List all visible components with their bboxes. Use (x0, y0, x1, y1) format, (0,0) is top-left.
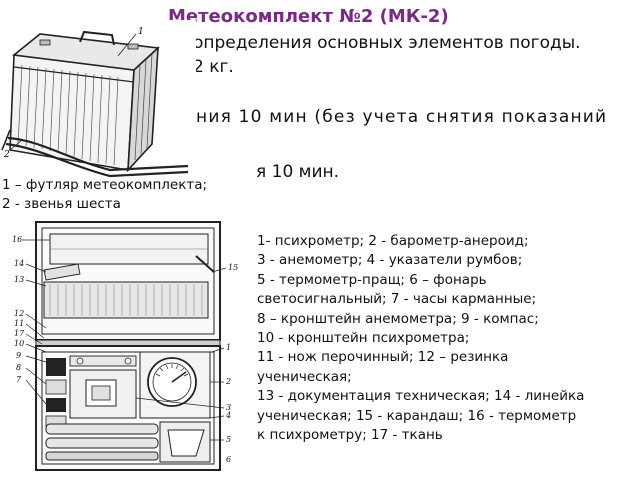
legend-line: 10 - кронштейн психрометра; (257, 330, 470, 347)
callout-4: 4 (225, 411, 231, 420)
callout-7: 7 (16, 375, 22, 384)
legend-line: ученическая; 15 - карандаш; 16 - термоме… (257, 407, 577, 424)
page-title: Метеокомплект №2 (МК-2) (168, 6, 449, 27)
callout-2: 2 (225, 377, 231, 386)
body-line-2: 2 кг. (193, 57, 234, 77)
callout-14: 14 (14, 259, 24, 268)
legend-line: 5 - термометр-пращ; 6 – фонарь (257, 271, 487, 288)
caption-line-2: 2 - звенья шеста (2, 196, 121, 212)
callout-9: 9 (16, 351, 21, 360)
legend-line: 8 – кронштейн анемометра; 9 - компас; (257, 310, 539, 327)
callout-2: 2 (3, 150, 10, 160)
callout-6: 6 (226, 455, 231, 464)
legend-line: 11 - нож перочинный; 12 – резинка (257, 349, 509, 366)
callout-10: 10 (14, 339, 24, 348)
body-line-4: я 10 мин. (256, 162, 340, 182)
callout-8: 8 (16, 363, 21, 372)
legend-line: к психрометру; 17 - ткань (257, 427, 443, 444)
body-line-3: ния 10 мин (без учета снятия показаний (196, 107, 608, 127)
callout-5: 5 (226, 435, 231, 444)
callout-17: 17 (14, 329, 25, 338)
callout-16: 16 (12, 235, 22, 244)
case-open-figure: 16 14 13 15 12 11 17 10 9 8 7 1 2 3 4 5 … (12, 221, 238, 471)
callout-13: 13 (14, 275, 24, 284)
callout-3: 3 (226, 403, 231, 412)
legend-line: 1- психрометр; 2 - барометр-анероид; (257, 233, 529, 249)
callout-12: 12 (14, 309, 24, 318)
body-line-1: определения основных элементов погоды. (193, 33, 581, 53)
callout-1: 1 (138, 27, 144, 37)
legend-line: 13 - документация техническая; 14 - лине… (257, 388, 585, 405)
callout-1: 1 (226, 343, 231, 352)
caption-line-1: 1 – футляр метеокомплекта; (2, 177, 208, 193)
callout-15: 15 (228, 263, 238, 272)
legend-line: 3 - анемометр; 4 - указатели румбов; (257, 252, 523, 269)
legend-line: светосигнальный; 7 - часы карманные; (257, 291, 537, 308)
legend-line: ученическая; (257, 368, 352, 385)
case-closed-figure: 1 2 (0, 20, 196, 185)
callout-11: 11 (14, 319, 24, 328)
instrument-legend: 1- психрометр; 2 - барометр-анероид; 3 -… (257, 232, 637, 445)
